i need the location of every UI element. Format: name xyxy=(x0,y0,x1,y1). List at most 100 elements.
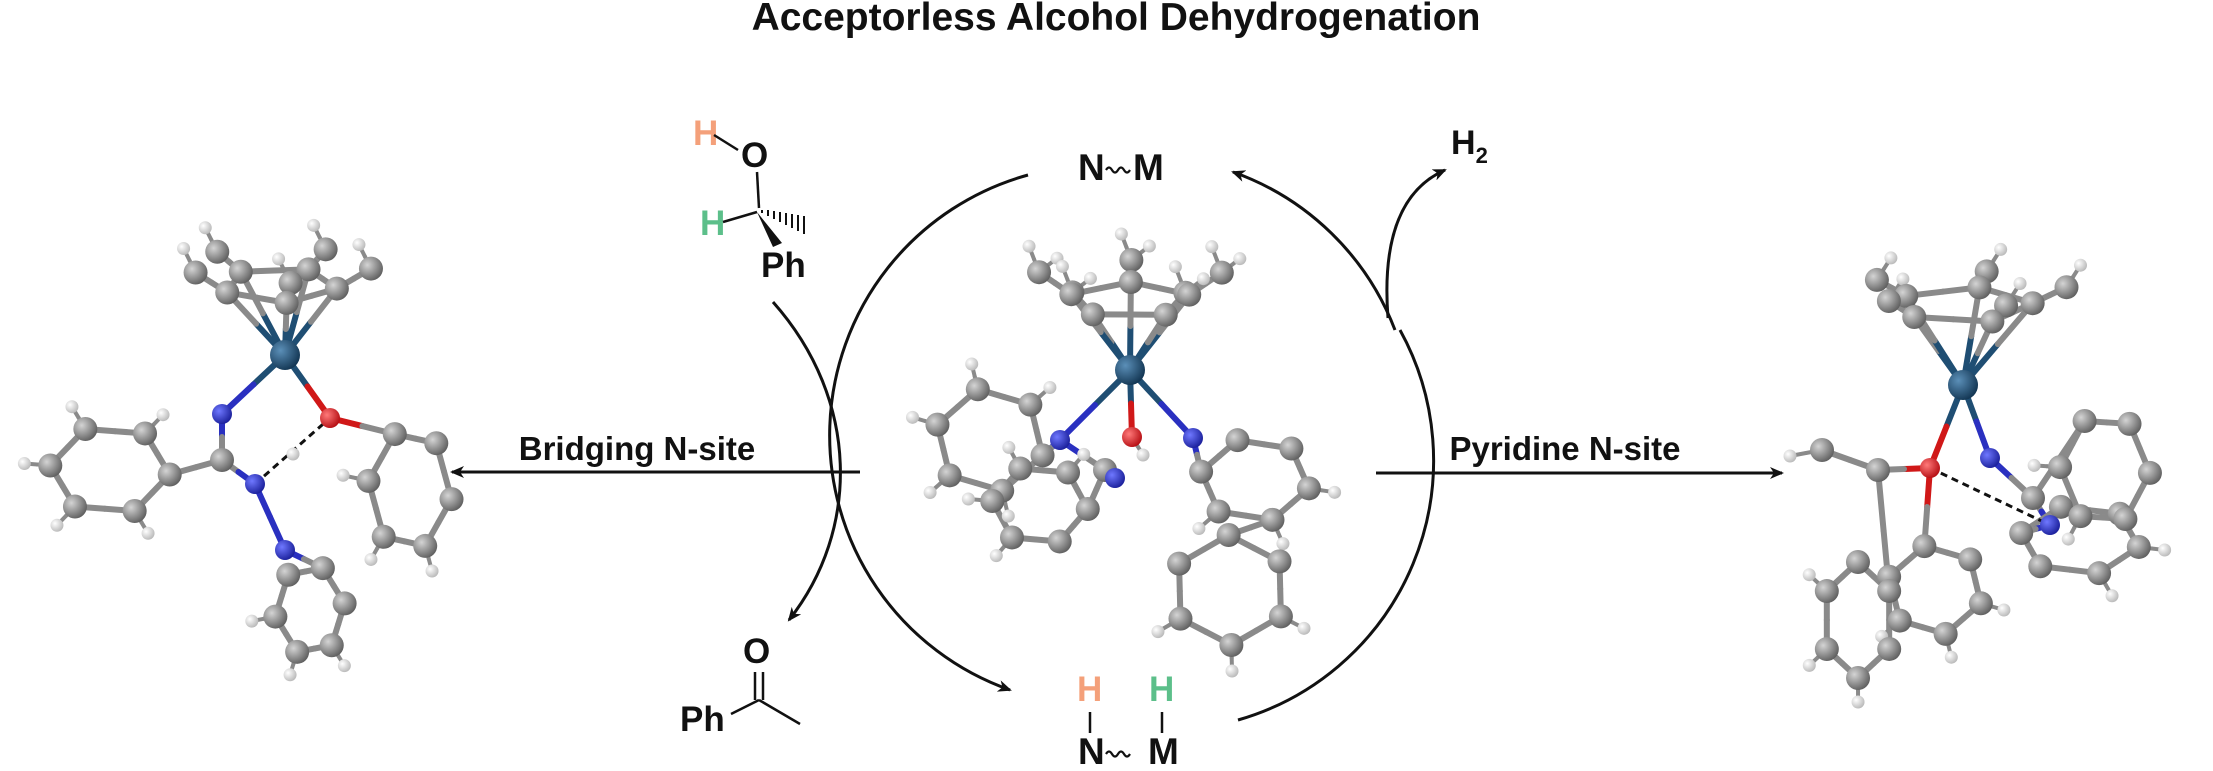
atom-hydrogen xyxy=(307,219,320,232)
atom-hydrogen xyxy=(965,358,978,371)
atom-hydrogen xyxy=(157,408,170,421)
atom-carbon xyxy=(1902,305,1926,329)
atom-carbon xyxy=(2138,461,2162,485)
atom-carbon xyxy=(1217,523,1241,547)
atom-hydrogen xyxy=(1884,251,1897,264)
atom-hydrogen xyxy=(18,457,31,470)
atom-hydrogen xyxy=(924,486,937,499)
atom-hydrogen xyxy=(287,448,300,461)
catalytic-cycle-arrows xyxy=(773,170,1445,720)
atom-carbon xyxy=(1119,248,1143,272)
atom-carbon xyxy=(1846,550,1870,574)
atom-metal xyxy=(1948,370,1978,400)
atom-carbon xyxy=(276,563,300,587)
atom-carbon xyxy=(320,633,344,657)
atom-carbon xyxy=(925,413,949,437)
atom-carbon xyxy=(980,489,1004,513)
atom-carbon xyxy=(1018,393,1042,417)
atom-hydrogen xyxy=(1084,272,1097,285)
atom-carbon xyxy=(279,271,303,295)
atom-nitrogen xyxy=(1105,468,1125,488)
atom-hydrogen xyxy=(1803,568,1816,581)
atom-carbon xyxy=(2028,554,2052,578)
atom-carbon xyxy=(210,448,234,472)
atom-nitrogen xyxy=(212,404,232,424)
atom-carbon xyxy=(938,463,962,487)
atom-carbon xyxy=(1076,497,1100,521)
atom-carbon xyxy=(158,462,182,486)
atom-carbon xyxy=(440,487,464,511)
atom-carbon xyxy=(311,556,335,580)
atom-carbon xyxy=(1059,282,1083,306)
atom-carbon xyxy=(2054,275,2078,299)
atom-carbon xyxy=(966,377,990,401)
atom-hydrogen xyxy=(1197,272,1210,285)
atom-hydrogen xyxy=(1233,252,1246,265)
atom-hydrogen xyxy=(1043,381,1056,394)
bottom-h-on-m: H xyxy=(1149,670,1174,709)
atom-hydrogen xyxy=(272,252,285,265)
atom-carbon xyxy=(1279,437,1303,461)
substrate-1-phenylethanol: H O H Ph xyxy=(693,114,806,285)
molecular-model-bridging-n-site xyxy=(18,219,464,681)
atom-carbon xyxy=(383,422,407,446)
atom-carbon xyxy=(1226,428,1250,452)
atom-carbon xyxy=(2009,521,2033,545)
atom-carbon xyxy=(1207,499,1231,523)
cycle-bottom-hn-mh: H H N M xyxy=(1077,670,1179,766)
atom-carbon xyxy=(1168,607,1192,631)
cycle-arc-top-right xyxy=(1233,172,1395,330)
atom-carbon xyxy=(1210,261,1234,285)
atom-carbon xyxy=(133,421,157,445)
atom-nitrogen xyxy=(1183,428,1203,448)
bottom-n: N xyxy=(1078,731,1105,766)
top-wavy-bond xyxy=(1106,168,1130,173)
atom-oxygen xyxy=(320,408,340,428)
substrate-h-on-o: H xyxy=(693,114,718,153)
molecular-model-catalyst xyxy=(906,228,1341,678)
atom-hydrogen xyxy=(1137,449,1150,462)
atom-carbon xyxy=(263,605,287,629)
atom-carbon xyxy=(2021,291,2045,315)
atom-hydrogen xyxy=(1997,603,2010,616)
h2-label: H2 xyxy=(1451,124,1488,168)
atom-carbon xyxy=(1846,666,1870,690)
atom-hydrogen xyxy=(284,668,297,681)
atom-oxygen xyxy=(1122,427,1142,447)
atom-carbon xyxy=(325,277,349,301)
atom-hydrogen xyxy=(1994,243,2007,256)
atom-carbon xyxy=(424,431,448,455)
atom-hydrogen xyxy=(338,659,351,672)
atom-carbon xyxy=(1866,458,1890,482)
atom-hydrogen xyxy=(2014,277,2027,290)
atom-hydrogen xyxy=(962,493,975,506)
atom-carbon xyxy=(1260,508,1284,532)
atom-carbon xyxy=(1958,547,1982,571)
label-bridging-n-site: Bridging N-site xyxy=(519,430,756,467)
atom-hydrogen xyxy=(1023,240,1036,253)
molecular-model-pyridine-n-site xyxy=(1784,243,2172,709)
atom-carbon xyxy=(372,525,396,549)
atom-hydrogen xyxy=(1852,696,1865,709)
atom-hydrogen xyxy=(1328,486,1341,499)
atom-hydrogen xyxy=(1002,441,1015,454)
atom-carbon xyxy=(2073,409,2097,433)
atom-carbon xyxy=(1865,268,1889,292)
atom-carbon xyxy=(184,260,208,284)
atom-hydrogen xyxy=(1169,260,1182,273)
atom-metal xyxy=(1115,355,1145,385)
atom-carbon xyxy=(63,495,87,519)
atom-carbon xyxy=(359,257,383,281)
atom-carbon xyxy=(1877,637,1901,661)
atom-carbon xyxy=(2113,507,2137,531)
atom-carbon xyxy=(285,640,309,664)
atom-carbon xyxy=(356,469,380,493)
atom-carbon xyxy=(2048,455,2072,479)
atom-metal xyxy=(270,340,300,370)
atom-carbon xyxy=(1297,476,1321,500)
substrate-phenyl: Ph xyxy=(761,246,806,285)
atom-hydrogen xyxy=(2028,459,2041,472)
atom-hydrogen xyxy=(352,238,365,251)
top-m: M xyxy=(1133,147,1164,188)
